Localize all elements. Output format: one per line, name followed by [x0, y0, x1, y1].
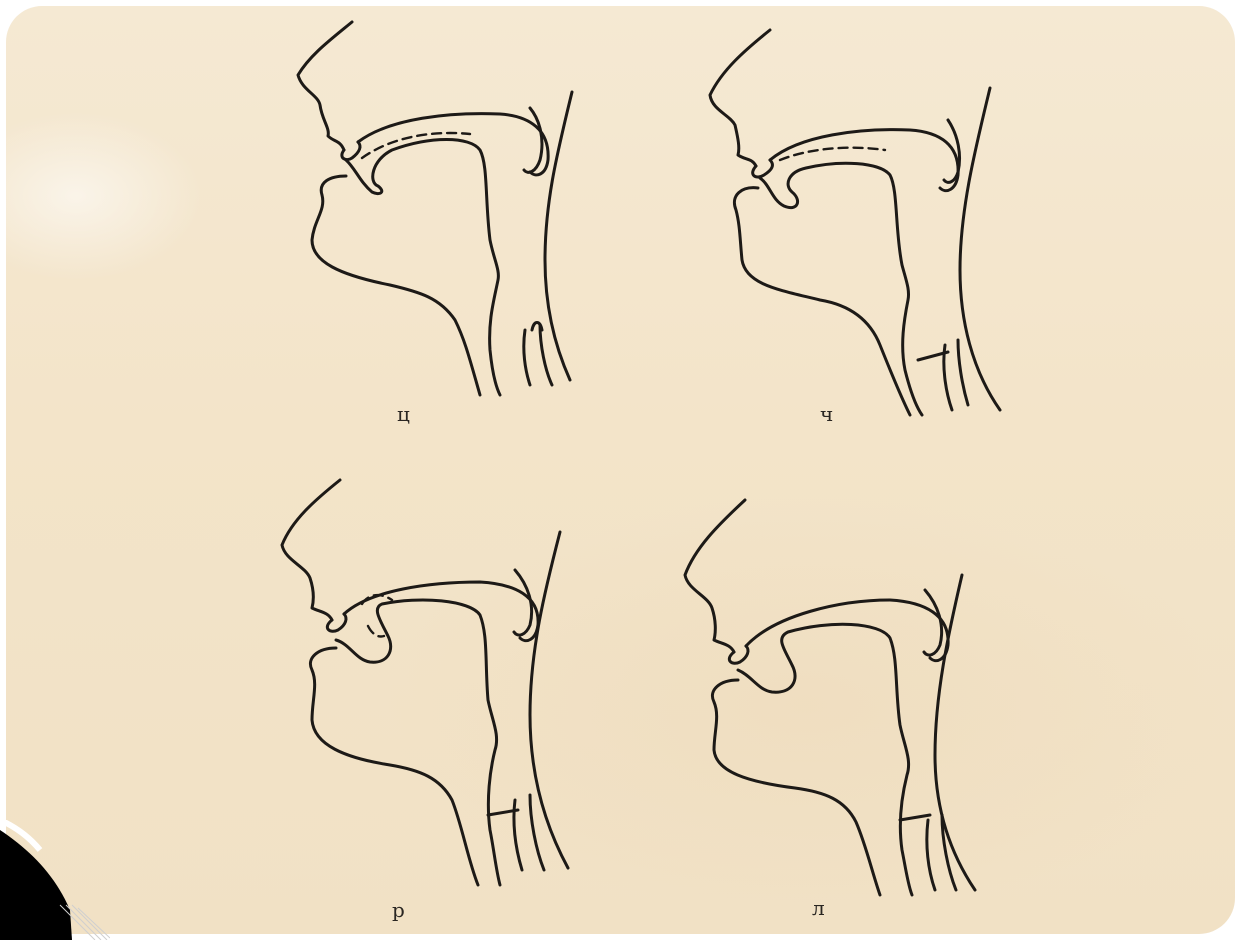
- figure-l: [685, 500, 975, 895]
- caption-ch: ч: [820, 404, 833, 424]
- face-profile: [298, 22, 352, 150]
- lower-lip-chin: [312, 176, 480, 395]
- velum: [524, 108, 542, 172]
- palate-dashed: [780, 148, 885, 160]
- tongue: [336, 600, 500, 885]
- figure-r: [282, 480, 568, 885]
- epiglottis: [514, 795, 544, 870]
- pharynx-back: [530, 532, 568, 868]
- velum: [514, 570, 532, 635]
- epiglottis: [524, 325, 552, 385]
- trachea: [532, 323, 542, 331]
- figure-ch: [710, 30, 1000, 415]
- tongue: [760, 163, 922, 415]
- velum: [924, 590, 942, 655]
- lower-lip-chin: [734, 188, 910, 415]
- lower-lip-chin: [310, 648, 478, 885]
- epiglottis: [927, 815, 956, 890]
- palate: [358, 114, 548, 175]
- corner-decoration: [0, 820, 110, 940]
- palate: [770, 130, 958, 191]
- tongue: [346, 140, 500, 396]
- upper-lip: [753, 160, 773, 177]
- vocal-folds: [900, 815, 930, 820]
- figure-ts: [298, 22, 572, 395]
- face-profile: [710, 30, 770, 166]
- pharynx-back: [545, 92, 572, 380]
- caption-l: л: [812, 898, 825, 918]
- palate-dashed: [362, 133, 470, 158]
- caption-r: р: [392, 900, 405, 920]
- face-profile: [685, 500, 745, 652]
- caption-ts: ц: [397, 404, 410, 424]
- lower-lip-chin: [712, 680, 880, 895]
- epiglottis: [944, 340, 968, 410]
- tongue: [738, 624, 912, 895]
- face-profile: [282, 480, 340, 620]
- pharynx-back: [960, 88, 1000, 410]
- palate: [746, 600, 948, 661]
- velum: [944, 120, 960, 182]
- upper-lip: [342, 142, 360, 160]
